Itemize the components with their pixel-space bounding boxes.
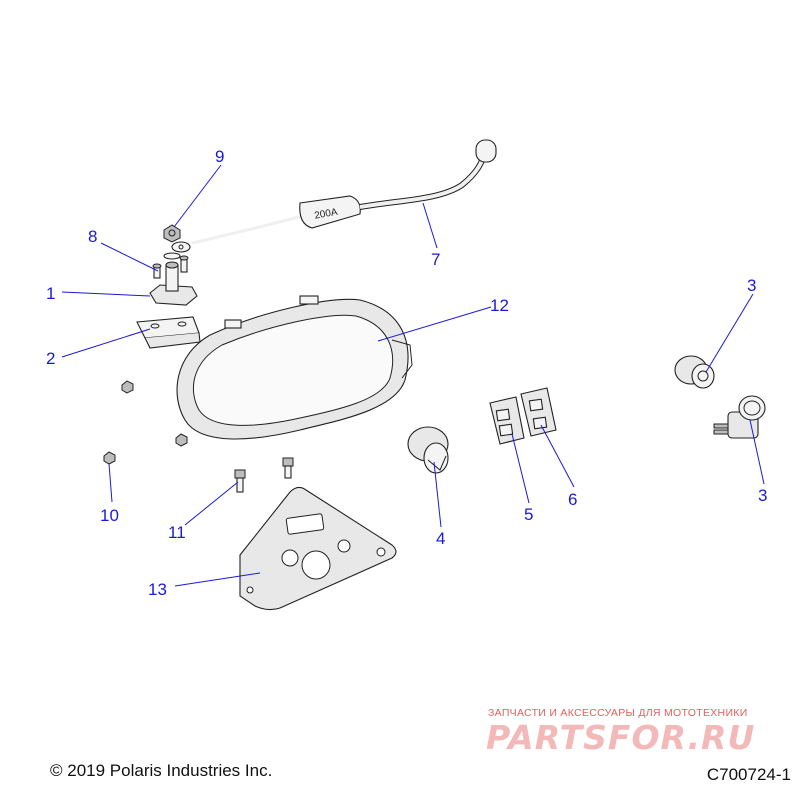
callout-4: 4 [436,529,445,548]
callout-6: 6 [568,490,577,509]
callout-2: 2 [46,349,55,368]
leader-lines [61,164,765,587]
callout-8: 8 [88,227,97,246]
callout-12: 12 [490,296,509,315]
part-10-nut[interactable] [103,380,188,465]
part-3-power-outlet-socket[interactable] [713,395,766,439]
part-1-terminal-post[interactable] [149,261,198,306]
callout-1: 1 [46,284,55,303]
part-7-cable[interactable]: 200A [171,139,497,253]
part-3-power-outlet[interactable] [674,355,715,389]
callouts: 1 2 3 3 4 5 6 7 8 9 10 11 12 13 [46,147,767,599]
callout-3: 3 [747,276,756,295]
part-2-bracket[interactable] [136,316,201,349]
part-11-screw[interactable] [234,457,294,493]
diagram-code: C700724-1 [706,765,791,784]
part-5-rocker-switch[interactable] [489,396,525,445]
part-9-nut[interactable] [163,224,181,243]
part-6-rocker-switch[interactable] [520,387,557,437]
cable-fuse-label: 200A [314,207,339,222]
callout-7: 7 [431,250,440,269]
callout-13: 13 [148,580,167,599]
watermark-tagline: ЗАПЧАСТИ И АКСЕССУАРЫ ДЛЯ МОТОТЕХНИКИ [488,707,748,719]
callout-10: 10 [100,506,119,525]
watermark-logo: PARTSFOR.RU [486,718,756,757]
callout-5: 5 [524,505,533,524]
part-13-mounting-plate[interactable] [239,486,397,611]
part-12-cluster-bezel[interactable] [176,295,413,440]
callout-9: 9 [215,147,224,166]
part-4-rotary-switch[interactable] [407,426,449,474]
callout-11: 11 [168,523,186,542]
copyright-text: © 2019 Polaris Industries Inc. [50,761,273,780]
callout-3: 3 [758,486,767,505]
part-8-screw[interactable] [152,252,189,279]
